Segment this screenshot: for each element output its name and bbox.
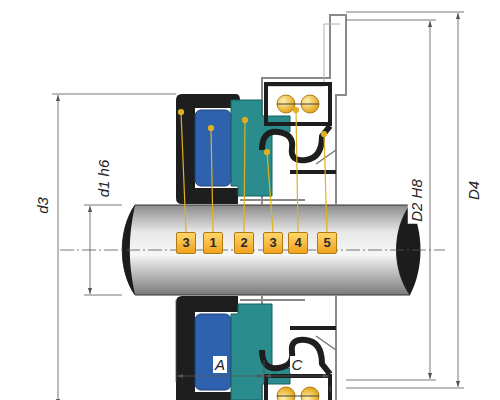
callout-number: 3 (176, 232, 196, 254)
spring-cage (266, 84, 330, 124)
drawing-part (294, 108, 299, 113)
sleeve (240, 199, 305, 201)
drawing-part (346, 388, 464, 389)
drawing-part (58, 95, 59, 400)
clip (316, 150, 336, 164)
drawing-part (84, 295, 122, 296)
drawing-part (346, 20, 436, 21)
callout-number: 1 (203, 232, 223, 254)
seal-half-mirror (176, 295, 346, 400)
drawing-part (243, 118, 248, 123)
housing (262, 15, 346, 205)
drawing-part (265, 376, 329, 377)
dimension-label: D2 H8 (408, 177, 425, 224)
callout-number: 3 (263, 232, 283, 254)
drawing-part (176, 300, 177, 382)
drawing-part (209, 126, 214, 131)
leader-lines (179, 108, 328, 233)
seal-ring (195, 110, 231, 186)
drawing-part (430, 21, 431, 379)
drawing-part (346, 12, 464, 13)
drawing-part (346, 380, 436, 381)
dimension-label: C (290, 356, 305, 373)
callout-number: 5 (317, 232, 337, 254)
dimension-label: D4 (466, 178, 483, 201)
drawing-part (265, 150, 270, 155)
dimension-label: A (213, 356, 227, 373)
drawing-part (52, 94, 176, 95)
dimension-label: d3 (34, 195, 51, 216)
drawing-part (179, 110, 184, 115)
drawing-part (90, 206, 91, 294)
dimension-lines (52, 12, 464, 400)
drawing-part (267, 152, 273, 232)
housing-inner (268, 24, 340, 86)
drawing-part (181, 112, 186, 232)
callout-number: 4 (288, 232, 308, 254)
rubber-boot (176, 94, 240, 204)
drawing-part (264, 360, 265, 382)
seal-half (176, 15, 346, 205)
drawing-part (84, 205, 122, 206)
drawing-part (244, 120, 245, 232)
drawing-part (211, 128, 213, 232)
spring-axis (277, 104, 319, 105)
callout-number: 2 (234, 232, 254, 254)
dimension-label: d1 h6 (95, 157, 112, 199)
drawing-part (458, 13, 459, 387)
drawing-part (322, 132, 327, 137)
drawing-part (324, 134, 327, 232)
drawing-part (330, 386, 331, 392)
drawing-part (177, 376, 263, 377)
drawing-part (296, 110, 298, 232)
